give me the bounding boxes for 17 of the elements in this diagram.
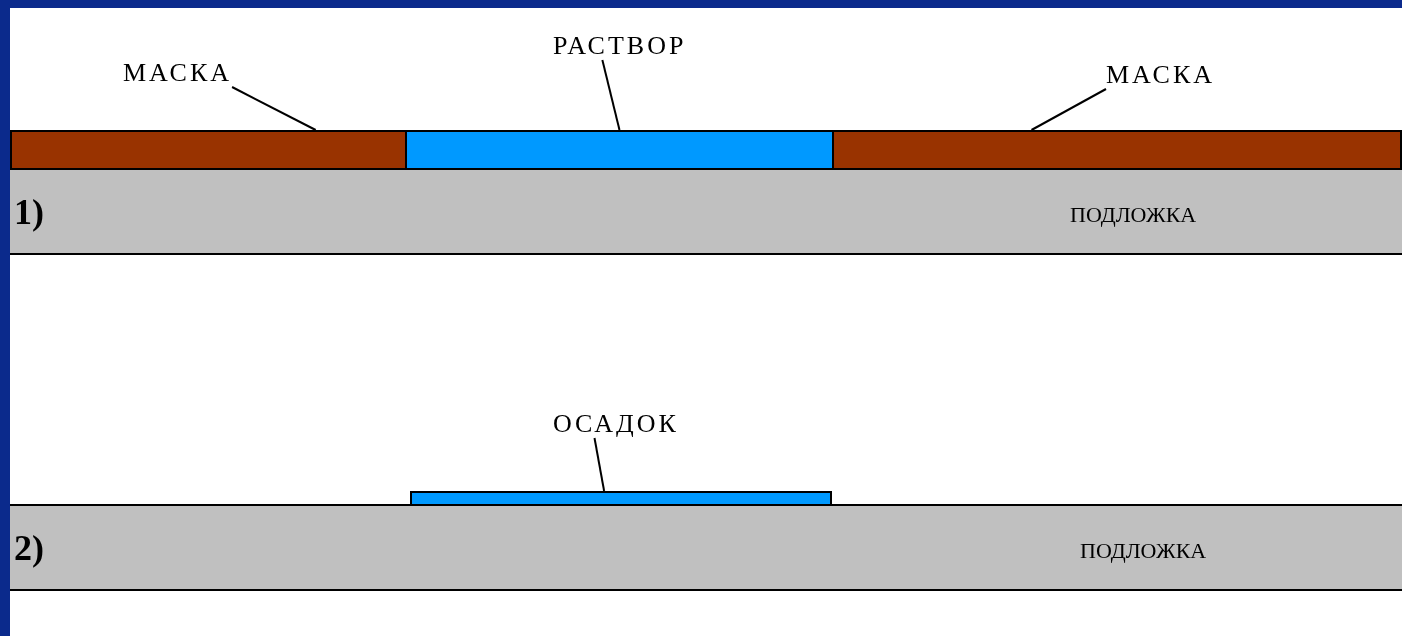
part-label: ОСАДОК [553,411,691,437]
step-number: 1) [14,194,44,230]
leader-line [601,59,621,131]
solution-layer [405,130,834,170]
mask-layer [10,130,407,170]
leader-line [593,437,606,492]
leader-line [231,86,317,131]
part-label: РАСТВОР [553,33,716,59]
part-label: МАСКА [123,60,268,86]
substrate-layer [10,168,1402,255]
layer-label: ПОДЛОЖКА [1070,204,1197,226]
leader-line [1030,88,1107,131]
part-label: МАСКА [1106,62,1246,88]
layer-label: ПОДЛОЖКА [1080,540,1207,562]
step-number: 2) [14,530,44,566]
mask-layer [832,130,1402,170]
substrate-layer [10,504,1402,591]
